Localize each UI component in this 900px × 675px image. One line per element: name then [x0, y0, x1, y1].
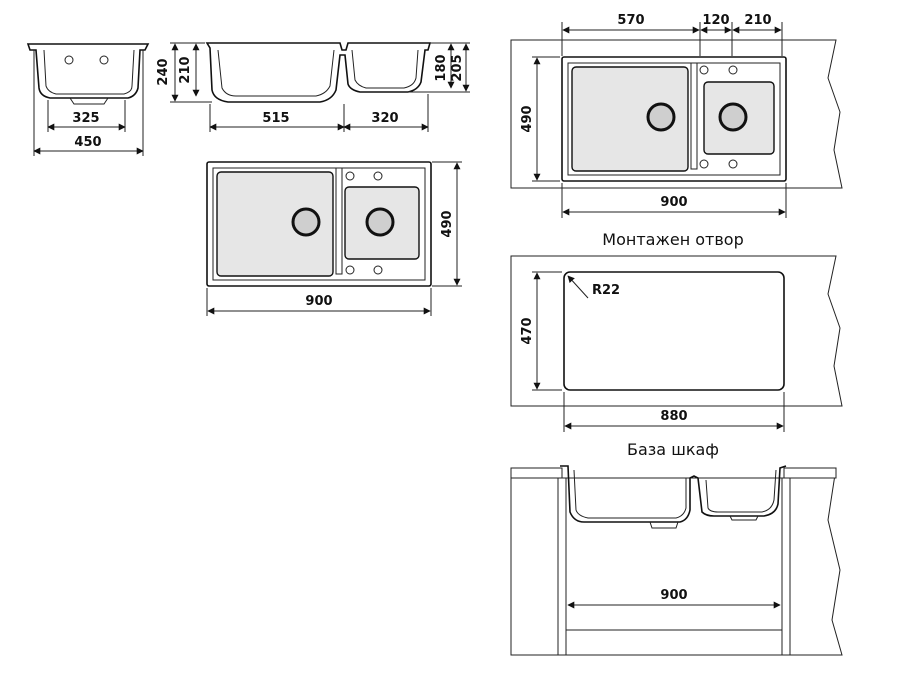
dim-side-325: 325	[72, 111, 99, 126]
dim-counter-570: 570	[617, 13, 644, 28]
dim-counter-120: 120	[702, 13, 729, 28]
dim-cutout-880: 880	[660, 409, 687, 424]
dim-top-900: 900	[305, 294, 332, 309]
dim-cutout-radius: R22	[592, 283, 620, 298]
top-view: 490 900	[206, 161, 462, 316]
side-view-double: 240 210 180 205 515 320	[156, 42, 470, 132]
dim-counter-210: 210	[744, 13, 771, 28]
countertop-view: 570 120 210 490 900	[510, 13, 843, 218]
side-view-small: 325 450	[26, 43, 150, 156]
dim-counter-900: 900	[660, 195, 687, 210]
dim-side-450: 450	[74, 135, 101, 150]
dim-height-180: 180	[434, 54, 449, 81]
dim-height-210: 210	[178, 56, 193, 83]
dim-width-515: 515	[262, 111, 289, 126]
dim-cabinet-900: 900	[660, 588, 687, 603]
dim-counter-490: 490	[520, 105, 535, 132]
dim-width-320: 320	[371, 111, 398, 126]
caption-cabinet: База шкаф	[627, 440, 719, 459]
cutout-view: R22 470 880	[510, 255, 843, 432]
caption-cutout: Монтажен отвор	[602, 230, 743, 249]
dim-height-205: 205	[450, 54, 465, 81]
dim-cutout-470: 470	[520, 317, 535, 344]
dim-height-240: 240	[156, 58, 171, 85]
dim-top-490: 490	[440, 210, 455, 237]
cabinet-view: 900	[510, 465, 843, 656]
